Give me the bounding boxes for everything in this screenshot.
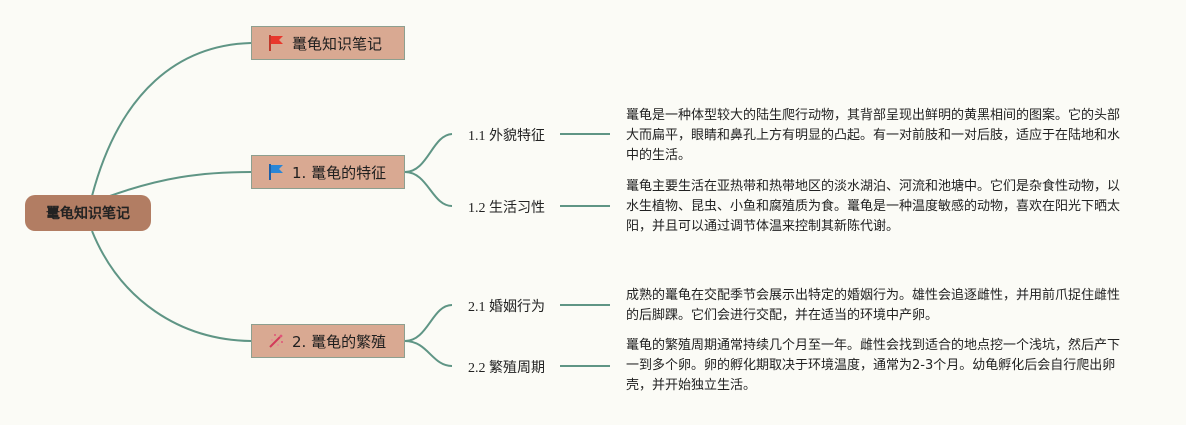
leaf-text-mating: 成熟的鼍龟在交配季节会展示出特定的婚姻行为。雄性会追逐雌性，并用前爪捉住雌性的后…: [626, 288, 1121, 323]
subtopic-mating[interactable]: 2.1 婚姻行为: [468, 300, 545, 315]
blue-flag-icon: [266, 162, 286, 182]
branch-label-features: 1. 鼍龟的特征: [292, 163, 387, 182]
branch-node-features[interactable]: 1. 鼍龟的特征: [251, 155, 405, 189]
subtopic-appearance[interactable]: 1.1 外貌特征: [468, 129, 545, 144]
red-flag-icon: [266, 33, 286, 53]
title-node-label: 鼍龟知识笔记: [292, 34, 383, 53]
title-node[interactable]: 鼍龟知识笔记: [251, 26, 405, 60]
root-node[interactable]: 鼍龟知识笔记: [25, 195, 151, 231]
sparkle-icon: [266, 331, 286, 351]
branch-label-breeding: 2. 鼍龟的繁殖: [292, 332, 387, 351]
leaf-text-habits: 鼍龟主要生活在亚热带和热带地区的淡水湖泊、河流和池塘中。它们是杂食性动物，以水生…: [626, 179, 1121, 234]
root-label: 鼍龟知识笔记: [46, 206, 130, 222]
leaf-text-appearance: 鼍龟是一种体型较大的陆生爬行动物，其背部呈现出鲜明的黄黑相间的图案。它的头部大而…: [626, 108, 1121, 163]
subtopic-habits[interactable]: 1.2 生活习性: [468, 201, 545, 216]
subtopic-cycle[interactable]: 2.2 繁殖周期: [468, 361, 545, 376]
branch-node-breeding[interactable]: 2. 鼍龟的繁殖: [251, 324, 405, 358]
leaf-text-cycle: 鼍龟的繁殖周期通常持续几个月至一年。雌性会找到适合的地点挖一个浅坑，然后产下一到…: [626, 338, 1121, 393]
